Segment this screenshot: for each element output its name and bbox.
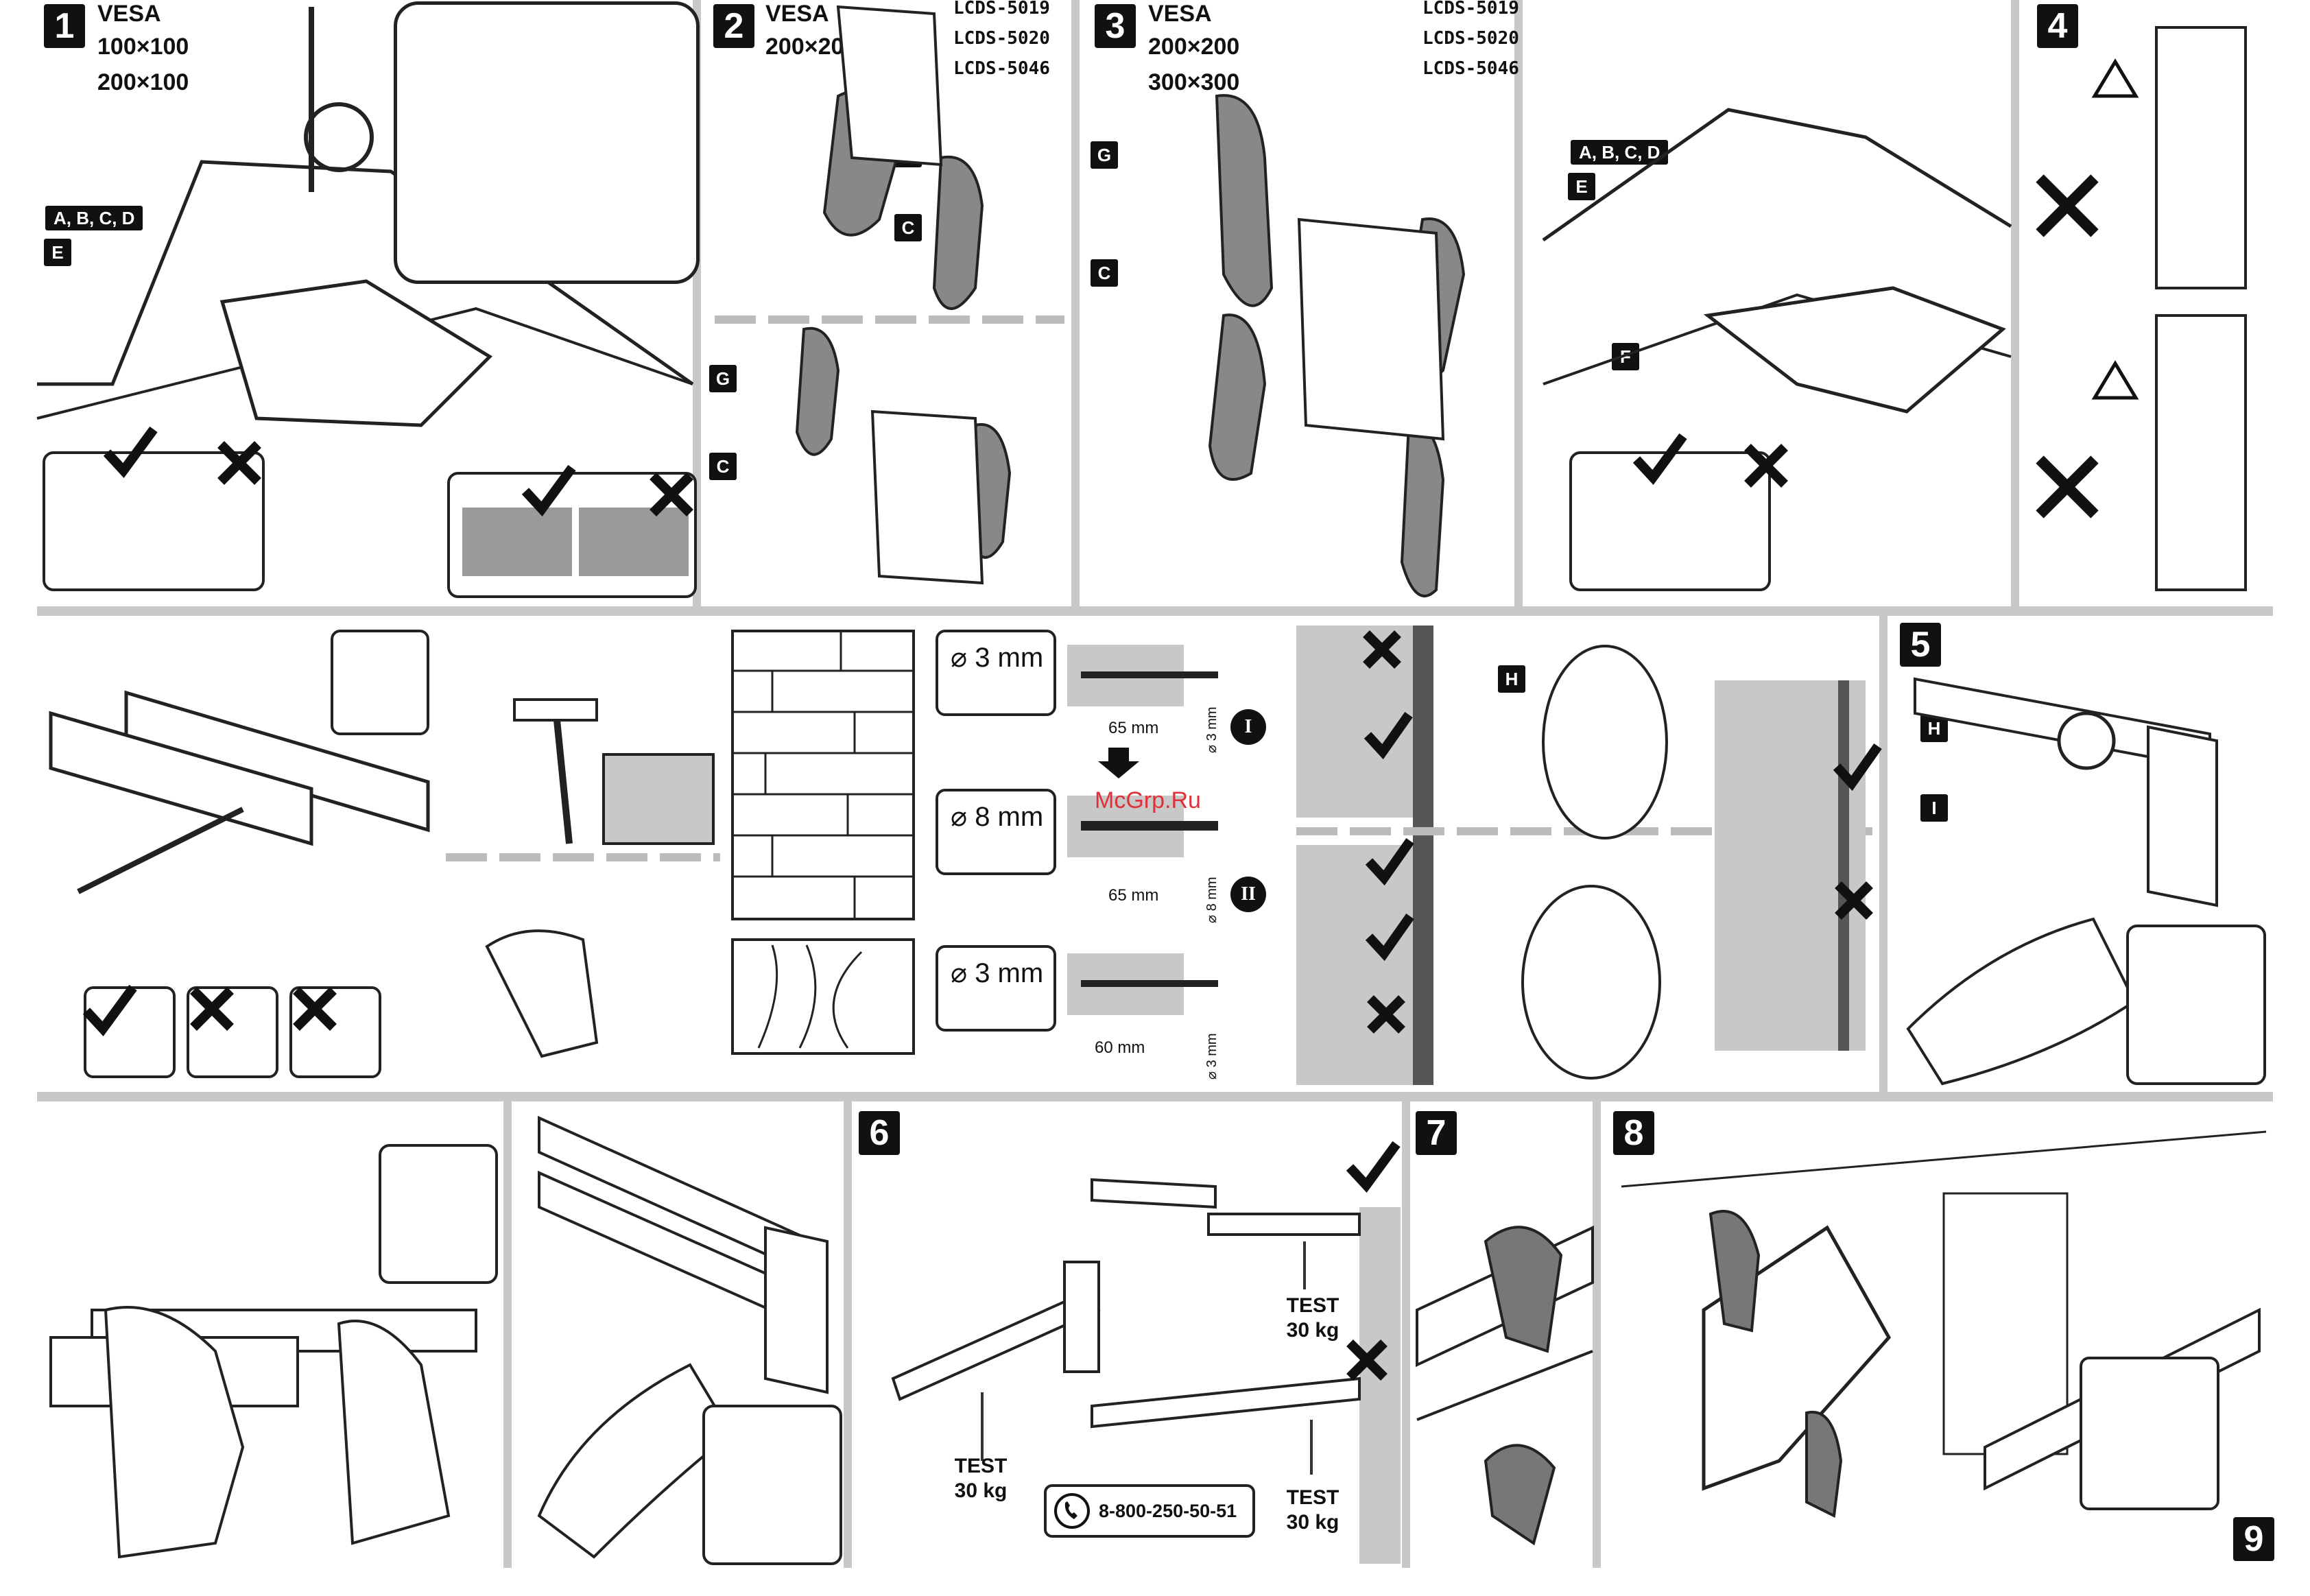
test-load-label-1: TEST 30 kg: [1286, 1294, 1339, 1342]
panel2-model-2: LCDS-5020: [953, 28, 1050, 49]
panel3b-cross-icon: [1744, 444, 1788, 488]
panel2-model-1: LCDS-5019: [953, 0, 1050, 19]
row2-cross-icon-4: [1367, 995, 1405, 1034]
panel2-vesa-title: VESA: [765, 1, 829, 27]
row2-cross-icon-5: [1835, 881, 1873, 920]
drill-spec-3mm-1: ⌀ 3 mm: [936, 630, 1056, 716]
panel2-model-3: LCDS-5046: [953, 58, 1050, 79]
drill-depth-label-2: ⌀ 8 mm: [1204, 877, 1219, 923]
step-9-badge: 9: [2233, 1517, 2274, 1561]
label-h-row2: H: [1498, 665, 1525, 693]
drill-length-65mm-1: 65 mm: [1108, 719, 1159, 737]
panel1-vesa-title: VESA: [97, 1, 161, 27]
panel1-cross-icon-2: [650, 473, 693, 516]
label-e-panel1: E: [44, 239, 71, 266]
step-2-badge: 2: [713, 4, 754, 48]
label-e-panel3b: E: [1568, 173, 1595, 200]
panel3-vesa-title: VESA: [1148, 1, 1212, 27]
test-load-label-3: TEST 30 kg: [1286, 1486, 1339, 1534]
step-7-badge: 7: [1416, 1111, 1457, 1155]
row2-check-icon-1: [82, 984, 137, 1036]
col-divider-9: [1593, 1101, 1601, 1568]
label-abcd-panel3b: A, B, C, D: [1571, 140, 1669, 165]
panel3-vesa-size-1: 200×200: [1148, 34, 1240, 60]
row-divider-bottom: [37, 1092, 2273, 1101]
panel6-arm-test-illustration: [891, 1178, 1401, 1564]
panel6-cross-icon: [1346, 1339, 1388, 1381]
col-divider-4: [2011, 0, 2019, 606]
panel1-vesa-size-1: 100×100: [97, 34, 189, 60]
panel1-vesa-size-2: 200×100: [97, 69, 189, 95]
col-divider-6: [503, 1101, 512, 1568]
drill-spec-8mm: ⌀ 8 mm: [936, 789, 1056, 875]
col-divider-2: [1071, 0, 1080, 606]
support-phone-number: 8-800-250-50-51: [1099, 1500, 1237, 1521]
drill-spec-8mm-text: ⌀ 8 mm: [951, 802, 1044, 832]
label-i-panel5: I: [1920, 794, 1948, 822]
row2-check-icon-2: [1364, 711, 1413, 760]
row2-cross-icon-3: [1363, 630, 1401, 669]
row2-drill-depth-diagrams: [1067, 645, 1218, 1015]
panel1-zoom-inset: [394, 1, 700, 284]
phone-icon: [1054, 1493, 1090, 1529]
panel1-tv-back-illustration: [36, 7, 697, 598]
drill-spec-3mm-2: ⌀ 3 mm: [936, 945, 1056, 1032]
label-c-panel2: C: [894, 214, 922, 241]
panel3-model-3: LCDS-5046: [1422, 58, 1519, 79]
panel3b-tv-back-illustration: [1542, 108, 2012, 591]
row2-check-icon-3: [1365, 837, 1414, 886]
panel8-tv-mount-illustration: [1621, 1130, 2267, 1518]
panel2-bracket-illustration: [715, 5, 1064, 585]
drill-spec-3mm-1-text: ⌀ 3 mm: [951, 643, 1044, 673]
label-f-panel3b: F: [1612, 343, 1639, 370]
label-c-panel2-lower: C: [709, 453, 737, 480]
panel3-model-2: LCDS-5020: [1422, 28, 1519, 49]
panel3b-check-icon: [1632, 433, 1687, 485]
row2-level-illustration: [49, 630, 430, 1078]
step-1-badge: 1: [44, 4, 85, 48]
row-divider-top: [37, 606, 2273, 616]
support-phone-box: 8-800-250-50-51: [1044, 1484, 1255, 1538]
col-divider-8: [1402, 1101, 1410, 1568]
panel3-model-1: LCDS-5019: [1422, 0, 1519, 19]
watermark: McGrp.Ru: [1095, 787, 1201, 813]
panel6-check-icon: [1346, 1141, 1401, 1193]
drill-length-60mm: 60 mm: [1095, 1038, 1145, 1057]
col-divider-3: [1514, 0, 1523, 606]
row2-check-icon-5: [1833, 743, 1882, 791]
panel1-check-icon-2: [521, 464, 576, 516]
step-6-badge: 6: [859, 1111, 900, 1155]
panel4-wall-warning-illustration: [2036, 26, 2247, 591]
drill-step-roman-1: I: [1230, 709, 1266, 745]
drill-depth-label-1: ⌀ 3 mm: [1204, 706, 1219, 753]
step-5-badge: 5: [1900, 623, 1941, 667]
drill-spec-3mm-2-text: ⌀ 3 mm: [951, 958, 1044, 988]
row2-cross-icon-2: [293, 987, 337, 1031]
col-divider-5: [1879, 616, 1888, 1092]
row2-wall-materials: [731, 630, 915, 1055]
panel1-cross-icon-1: [217, 441, 261, 485]
panel1-check-icon-1: [103, 426, 158, 478]
row2-cross-icon-1: [190, 987, 234, 1031]
col-divider-7: [844, 1101, 852, 1568]
panel3-vesa-size-2: 300×300: [1148, 69, 1240, 95]
drill-length-65mm-2: 65 mm: [1108, 886, 1159, 905]
step-3-badge: 3: [1095, 4, 1136, 48]
row2-hammer-drill-illustration: [446, 698, 720, 1058]
step-4-badge: 4: [2037, 4, 2078, 48]
row3-hands-level-illustration: [49, 1144, 498, 1559]
label-g-panel2-lower: G: [709, 365, 737, 392]
step-8-badge: 8: [1613, 1111, 1654, 1155]
panel5-bracket-drill-illustration: [1906, 677, 2266, 1086]
label-g-panel3: G: [1091, 141, 1118, 169]
test-load-label-2: TEST 30 kg: [954, 1455, 1008, 1502]
row2-check-icon-4: [1365, 913, 1414, 962]
drill-step-roman-2: II: [1230, 877, 1266, 912]
drill-depth-label-3: ⌀ 3 mm: [1204, 1033, 1219, 1080]
panel7-cover-illustration: [1416, 1225, 1594, 1546]
label-abcd-panel1: A, B, C, D: [45, 206, 143, 230]
panel3-bracket-illustration: [1208, 94, 1466, 597]
label-c-panel3: C: [1091, 259, 1118, 287]
row3-drill-bracket-illustration: [537, 1115, 842, 1565]
